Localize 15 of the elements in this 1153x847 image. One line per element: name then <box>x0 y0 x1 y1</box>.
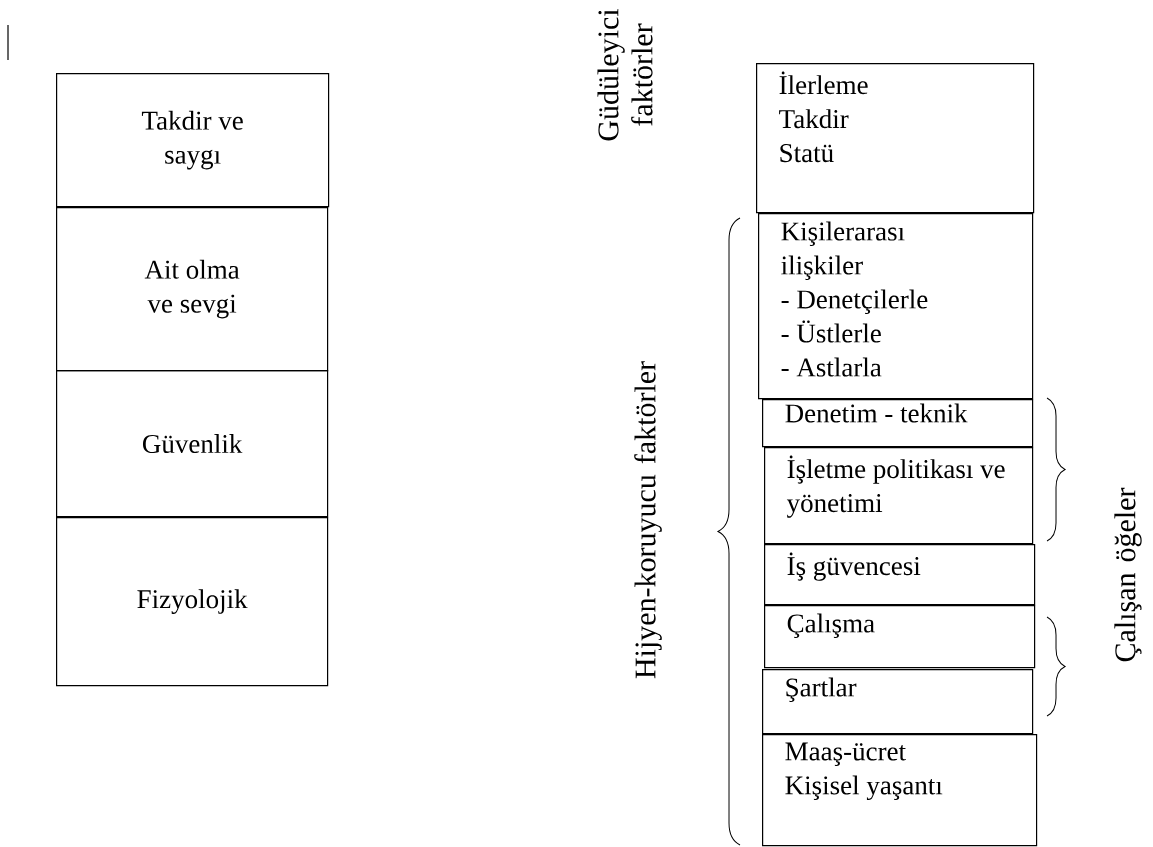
layer-box: Güvenlik <box>56 370 329 518</box>
factor-box: Çalışma <box>764 605 1036 669</box>
factor-box: İş güvencesi <box>764 544 1036 606</box>
factor-box: Maaş-ücret Kişisel yaşantı <box>762 734 1038 847</box>
rotated-label: Güdüleyici faktörler <box>597 8 653 141</box>
factor-box: Kişilerarası ilişkiler - Denetçilerle - Üstlerle - Astlarla <box>758 213 1034 400</box>
layer-box: Fizyolojik <box>56 517 329 687</box>
factor-box: İlerleme Takdir Statü <box>756 63 1035 214</box>
layer-box: Ait olma ve sevgi <box>56 207 329 372</box>
factor-box: İşletme politikası ve yönetimi <box>764 447 1034 545</box>
rotated-label: Hijyen-koruyucu faktörler <box>634 361 662 679</box>
factor-box: Denetim - teknik <box>762 399 1034 448</box>
factor-box: Şartlar <box>762 669 1034 735</box>
layer-box: Takdir ve saygı <box>56 73 330 208</box>
rotated-label: Çalışan öğeler <box>1114 487 1142 662</box>
